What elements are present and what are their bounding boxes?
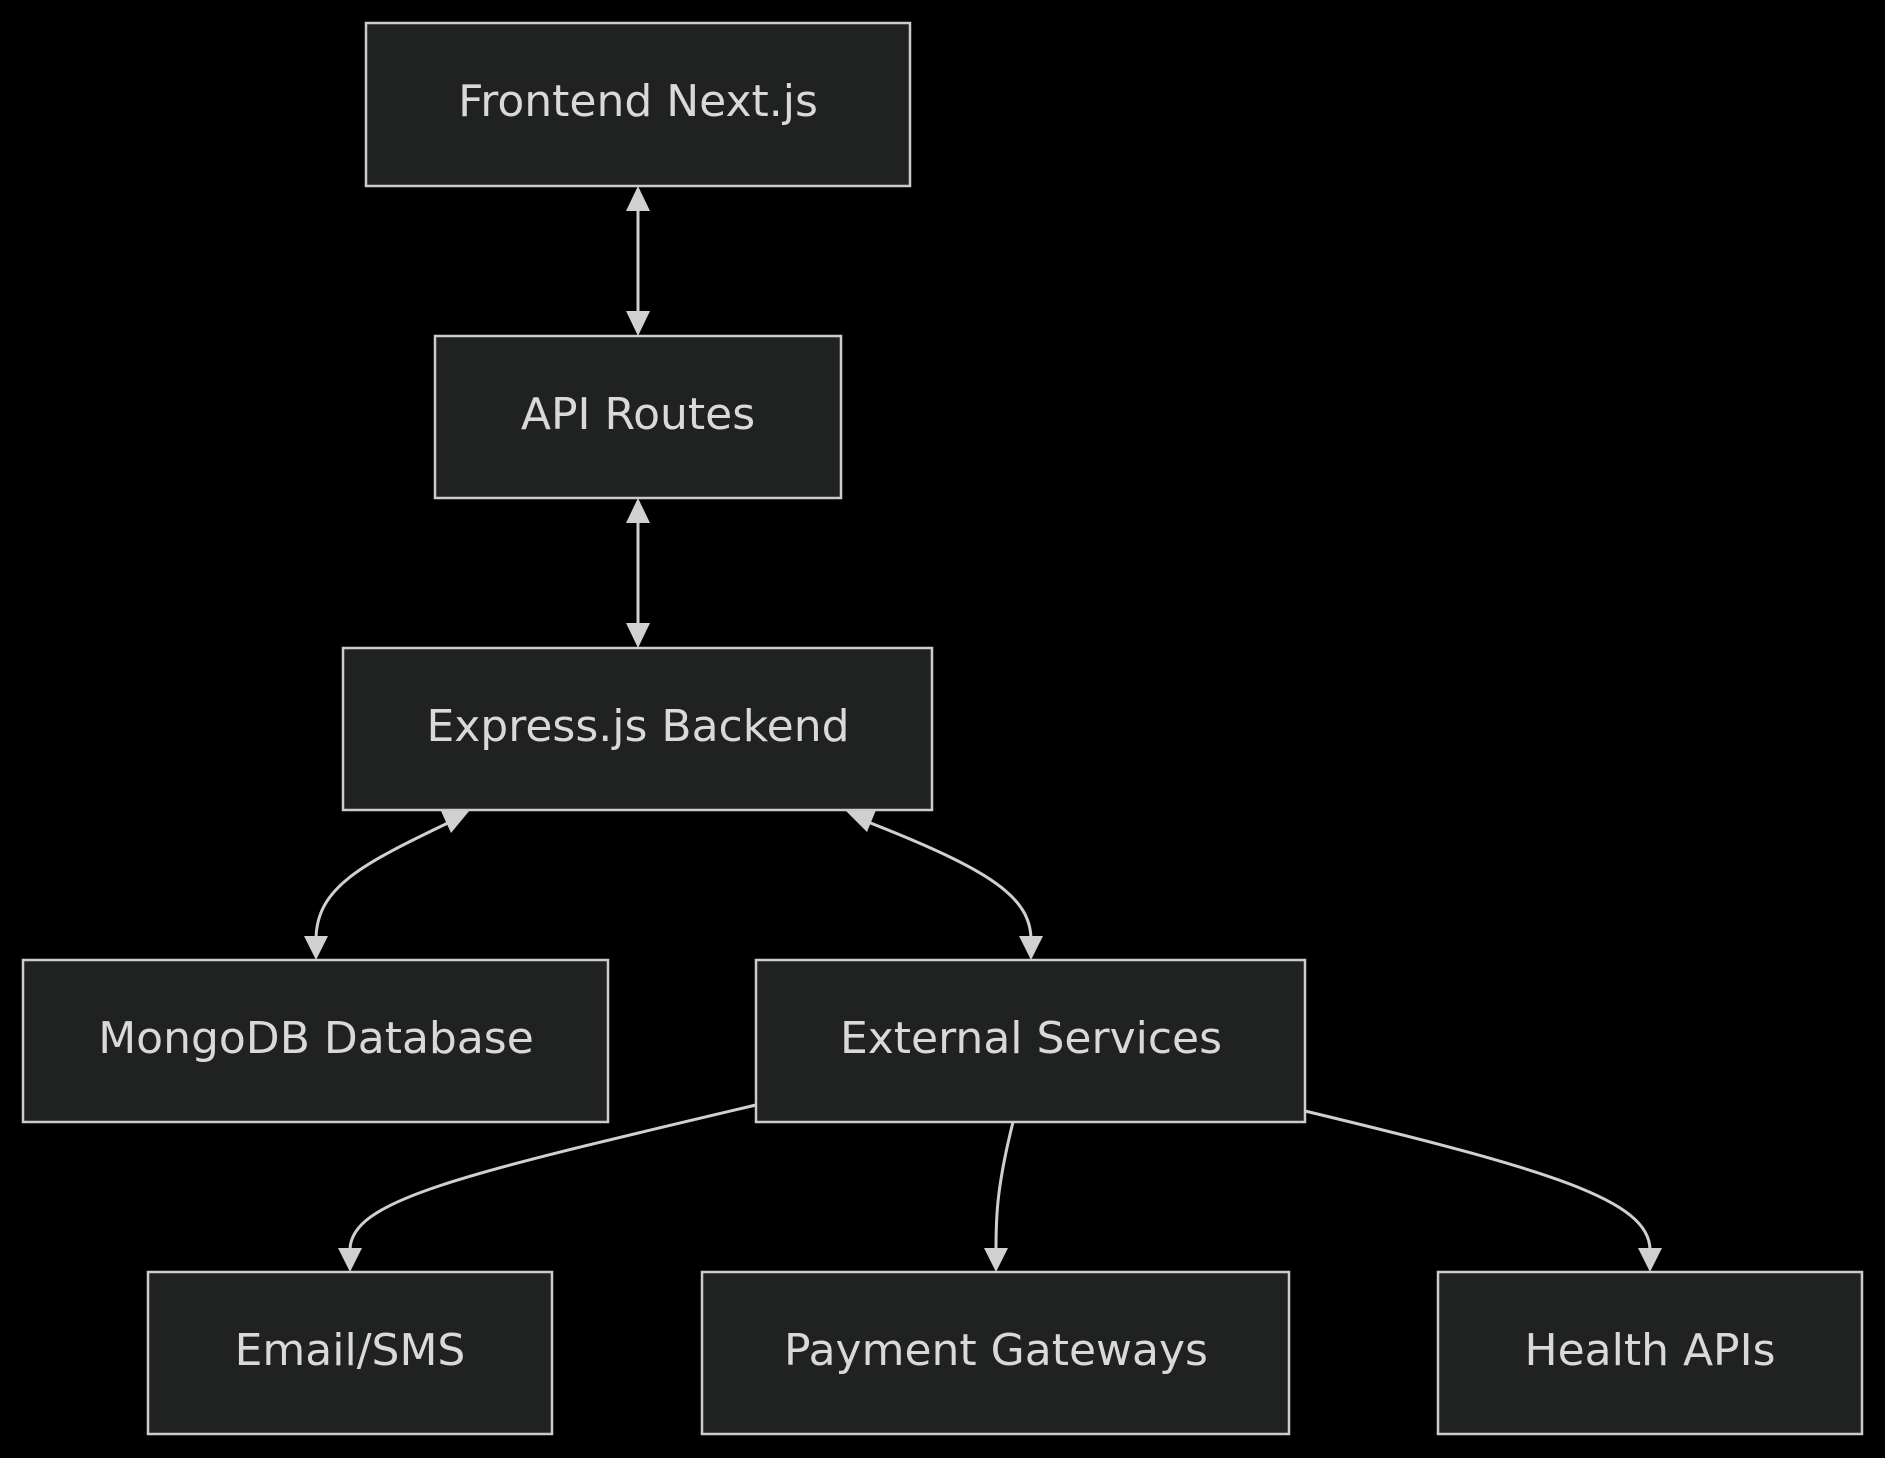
node-label-frontend: Frontend Next.js: [458, 76, 818, 127]
arrowhead-health: [1638, 1248, 1662, 1272]
edge-express-external: [867, 820, 1033, 941]
node-label-express: Express.js Backend: [426, 701, 849, 752]
arrowhead-express-right: [846, 810, 876, 832]
edge-external-health: [1304, 1109, 1652, 1251]
node-label-api-routes: API Routes: [521, 389, 755, 440]
node-label-mongodb: MongoDB Database: [98, 1013, 534, 1064]
node-label-email-sms: Email/SMS: [235, 1325, 466, 1376]
node-label-external: External Services: [840, 1013, 1222, 1064]
node-label-payment: Payment Gateways: [784, 1325, 1208, 1376]
edges: [304, 186, 1662, 1272]
arrowhead-external-top: [1019, 936, 1043, 960]
arrowhead-payment: [984, 1248, 1008, 1272]
edge-external-payment: [994, 1121, 1015, 1251]
edge-external-email-sms: [348, 1103, 757, 1251]
arrowhead-frontend: [626, 186, 650, 211]
node-external-services: External Services: [754, 958, 1307, 1124]
node-express-backend: Express.js Backend: [341, 646, 934, 812]
node-frontend: Frontend Next.js: [364, 21, 912, 188]
edge-express-mongodb: [314, 820, 451, 941]
arrowhead-api-routes-bottom: [626, 498, 650, 523]
arrowhead-express-left: [441, 810, 470, 833]
node-email-sms: Email/SMS: [146, 1270, 554, 1436]
node-api-routes: API Routes: [433, 334, 843, 500]
arrowhead-mongodb: [304, 936, 328, 960]
node-payment-gateways: Payment Gateways: [700, 1270, 1291, 1436]
arrowhead-express-top: [626, 623, 650, 648]
arrowhead-email-sms: [338, 1248, 362, 1272]
node-health-apis: Health APIs: [1436, 1270, 1864, 1436]
arrowhead-api-routes-top: [626, 311, 650, 336]
node-mongodb: MongoDB Database: [21, 958, 610, 1124]
node-label-health: Health APIs: [1524, 1325, 1775, 1376]
